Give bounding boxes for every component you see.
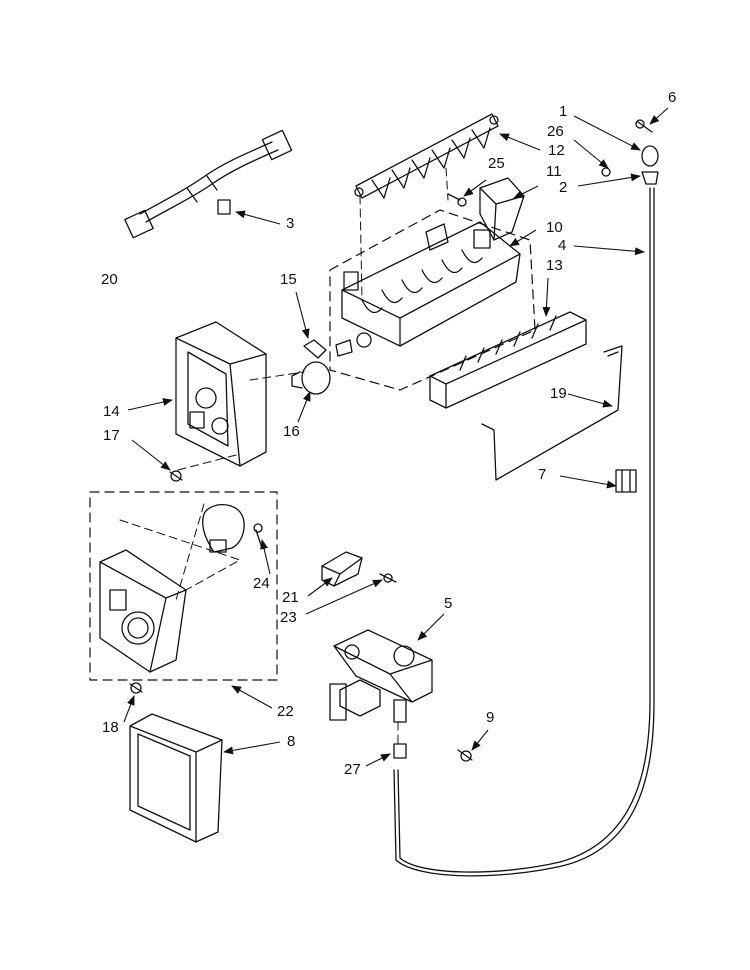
callout-23: 23 (280, 609, 297, 626)
clip-part-15 (304, 340, 326, 358)
callout-21: 21 (282, 589, 299, 606)
fill-cup-part-11 (480, 178, 524, 240)
callout-27: 27 (344, 761, 361, 778)
ejector-blade-part-12 (355, 114, 498, 198)
callout-17: 17 (103, 427, 120, 444)
callout-25: 25 (488, 155, 505, 172)
control-module-dashed-box (89, 491, 278, 681)
callout-6: 6 (668, 89, 677, 106)
callout-4: 4 (558, 237, 567, 254)
callout-8: 8 (287, 733, 296, 750)
water-valve-part-5 (330, 630, 432, 722)
module-housing-part-14 (176, 322, 266, 466)
callout-12: 12 (548, 142, 565, 159)
ice-stripper-part-13 (430, 312, 586, 408)
callout-2: 2 (559, 179, 568, 196)
screw-part-26 (602, 168, 610, 176)
screw-part-25 (448, 194, 466, 206)
shutoff-arm-part-19 (482, 346, 622, 480)
callout-5: 5 (444, 595, 453, 612)
leader-lines (123, 107, 669, 767)
callout-22: 22 (277, 703, 294, 720)
assembly-lines (119, 167, 449, 745)
screw-part-23 (380, 574, 396, 582)
callout-16: 16 (283, 423, 300, 440)
nut-part-27 (394, 744, 406, 758)
callout-26: 26 (547, 123, 564, 140)
callout-19: 19 (550, 385, 567, 402)
motor-part-16 (292, 362, 330, 394)
callout-15: 15 (280, 271, 297, 288)
callout-18: 18 (102, 719, 119, 736)
callout-24: 24 (253, 575, 270, 592)
screw-part-17 (170, 471, 182, 481)
ice-maker-assembly-dashed-box (329, 209, 536, 391)
callout-9: 9 (486, 709, 495, 726)
screw-part-6 (636, 120, 652, 132)
cover-part-21 (322, 552, 362, 586)
wiring-harness (125, 130, 292, 237)
callout-10: 10 (546, 219, 563, 236)
callout-1: 1 (559, 103, 568, 120)
fill-tube-part-4 (394, 188, 654, 876)
ice-mold-part-10 (336, 222, 520, 356)
screw-part-9 (458, 750, 472, 761)
control-module-part-22 (100, 550, 186, 672)
fitting-part-1 (642, 146, 658, 166)
screw-part-18 (130, 683, 142, 693)
callout-20: 20 (101, 271, 118, 288)
fitting-part-2 (642, 172, 658, 184)
front-cover-part-8 (130, 714, 222, 842)
callout-13: 13 (546, 257, 563, 274)
callout-11: 11 (546, 163, 562, 180)
callout-7: 7 (538, 466, 547, 483)
callout-14: 14 (103, 403, 120, 420)
clip-part-7 (616, 470, 636, 492)
callout-3: 3 (286, 215, 295, 232)
motor-part-24 (203, 505, 262, 552)
